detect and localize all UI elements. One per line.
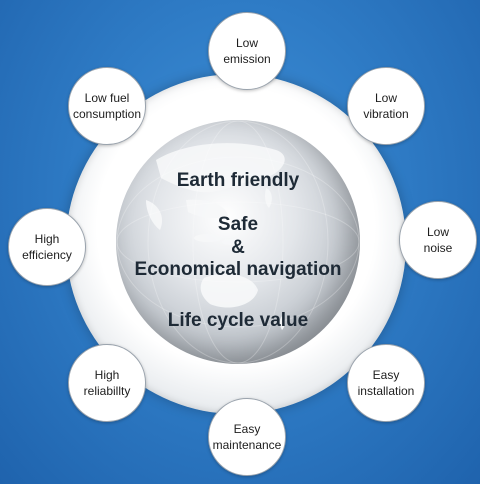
node-low-emission: Low emission xyxy=(208,12,286,90)
center-text-economical-navigation: Economical navigation xyxy=(134,259,342,280)
node-label: Low fuel consumption xyxy=(72,91,142,121)
node-high-reliability: High reliabillty xyxy=(68,344,146,422)
world-map xyxy=(116,120,360,364)
node-label: Low vibration xyxy=(363,91,409,121)
node-label: High reliabillty xyxy=(83,368,131,398)
node-label: Low noise xyxy=(423,225,453,255)
node-low-vibration: Low vibration xyxy=(347,67,425,145)
node-label: Low emission xyxy=(223,36,271,66)
globe xyxy=(116,120,360,364)
node-high-efficiency: High efficiency xyxy=(8,208,86,286)
center-text-life-cycle-value: Life cycle value xyxy=(167,310,309,331)
node-easy-maintenance: Easy maintenance xyxy=(208,398,286,476)
node-label: Easy installation xyxy=(357,368,415,398)
node-label: High efficiency xyxy=(22,232,72,262)
center-text-ampersand: & xyxy=(231,237,245,258)
node-low-fuel-consumption: Low fuel consumption xyxy=(68,67,146,145)
node-low-noise: Low noise xyxy=(399,201,477,279)
node-label: Easy maintenance xyxy=(212,422,282,452)
node-easy-installation: Easy installation xyxy=(347,344,425,422)
center-text-safe: Safe xyxy=(217,214,259,235)
center-text-earth-friendly: Earth friendly xyxy=(176,170,300,191)
